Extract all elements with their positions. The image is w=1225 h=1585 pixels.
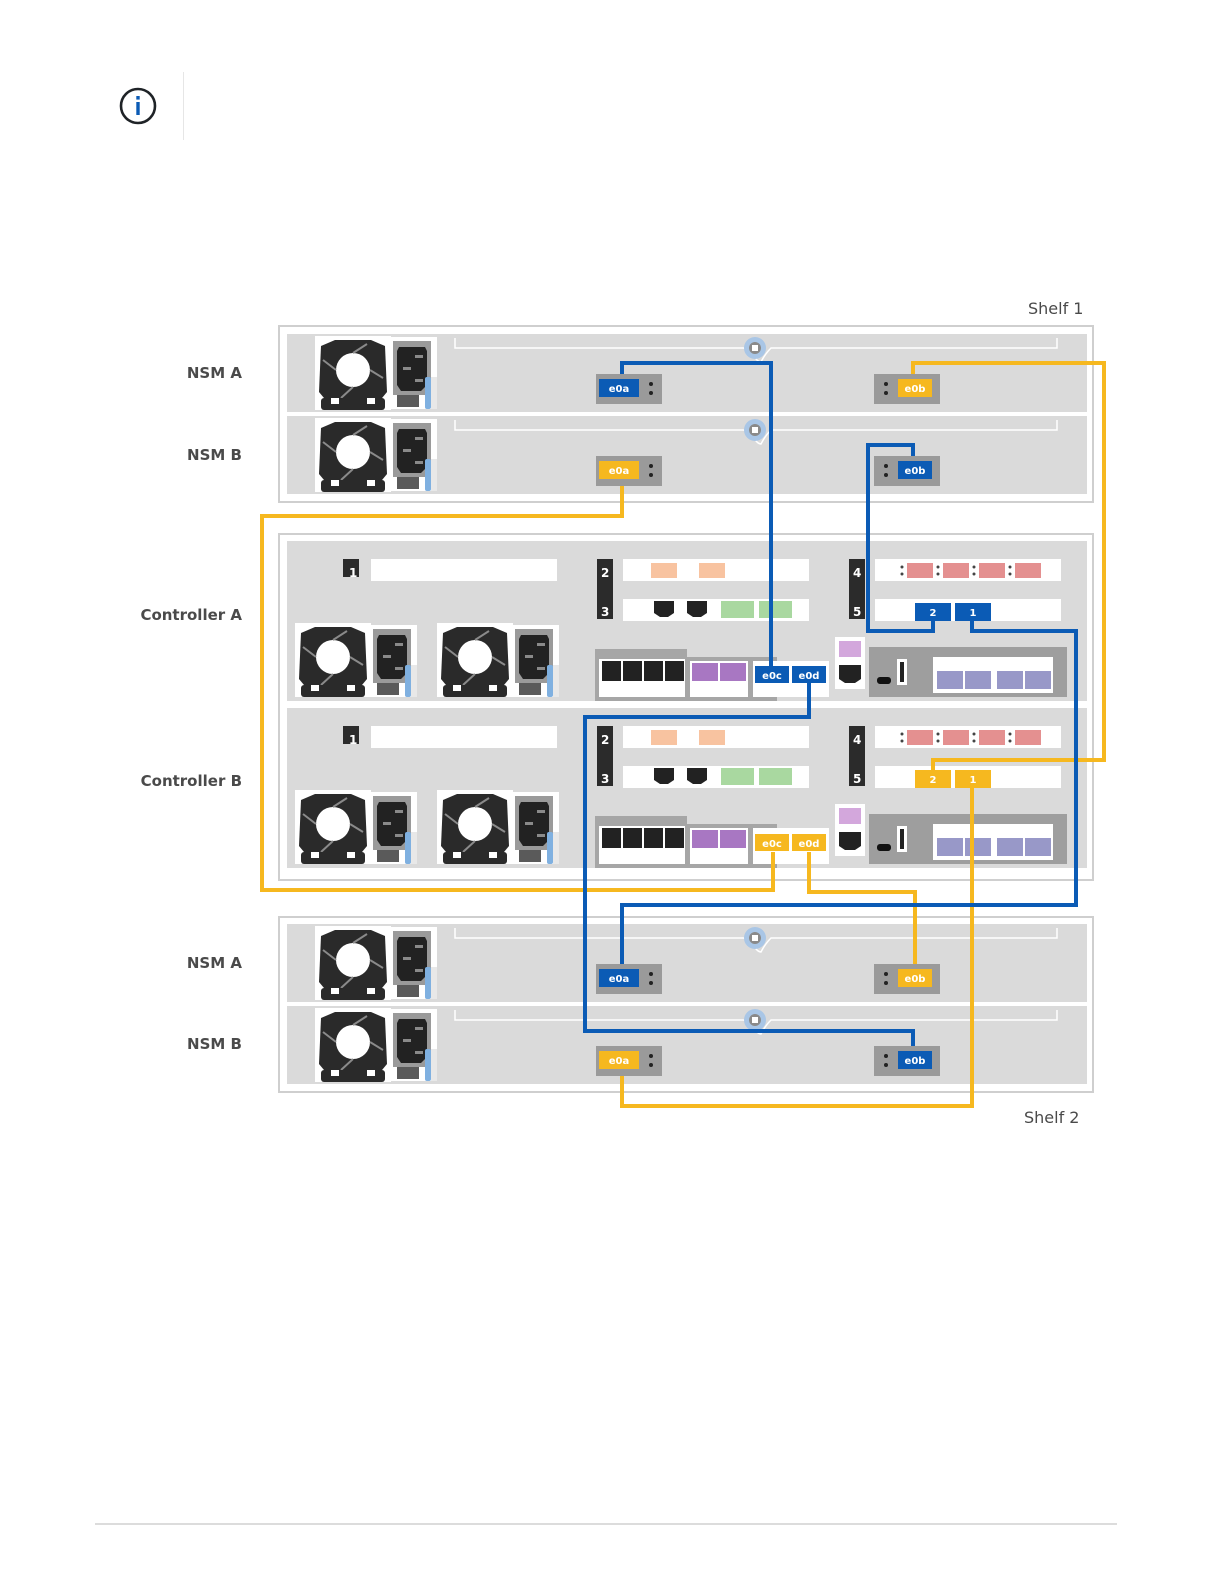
power-inlet-icon bbox=[513, 625, 559, 697]
ctrl-b-e0c-label: e0c bbox=[762, 839, 782, 850]
ctrl-a-e0c-label: e0c bbox=[762, 671, 782, 682]
s1-nsma-e0b-label: e0b bbox=[905, 384, 926, 395]
ctrl-a-slot-4: 4 bbox=[853, 566, 861, 580]
power-inlet-icon bbox=[371, 792, 417, 864]
ctrl-b-slot-5: 5 bbox=[853, 772, 861, 786]
ctrl-b-slot-3: 3 bbox=[601, 772, 609, 786]
shelf-2-nsm-a bbox=[287, 924, 1087, 1002]
power-inlet-icon bbox=[391, 419, 437, 491]
ctrl-b-slot5-port2-label: 2 bbox=[930, 775, 937, 786]
s2-nsmb-e0a-label: e0a bbox=[609, 1056, 630, 1067]
power-inlet-icon bbox=[391, 1009, 437, 1081]
fan-icon bbox=[315, 926, 391, 1000]
ctrl-a-slot-2: 2 bbox=[601, 566, 609, 580]
fan-icon bbox=[315, 336, 391, 410]
ctrl-b-slot-2: 2 bbox=[601, 733, 609, 747]
power-inlet-icon bbox=[391, 337, 437, 409]
footer-divider bbox=[95, 1523, 1117, 1525]
ctrl-a-slot5-port1-label: 1 bbox=[970, 608, 977, 619]
shelf-2-nsm-b bbox=[287, 1006, 1087, 1084]
ctrl-b-slot5-port1-label: 1 bbox=[970, 775, 977, 786]
s2-nsma-e0b-label: e0b bbox=[905, 974, 926, 985]
fan-icon bbox=[437, 790, 513, 864]
fan-icon bbox=[295, 623, 371, 697]
s1-nsmb-e0b-label: e0b bbox=[905, 466, 926, 477]
power-inlet-icon bbox=[391, 927, 437, 999]
shelf-1-nsm-a bbox=[287, 334, 1087, 412]
s1-nsmb-e0a-label: e0a bbox=[609, 466, 630, 477]
ctrl-b-e0d-label: e0d bbox=[799, 839, 820, 850]
shelf-1-nsm-b bbox=[287, 416, 1087, 494]
ctrl-a-slot-5: 5 bbox=[853, 605, 861, 619]
power-inlet-icon bbox=[513, 792, 559, 864]
ctrl-a-slot-1: 1 bbox=[349, 566, 357, 580]
fan-icon bbox=[315, 418, 391, 492]
power-inlet-icon bbox=[371, 625, 417, 697]
s2-nsmb-e0b-label: e0b bbox=[905, 1056, 926, 1067]
ctrl-a-slot-3: 3 bbox=[601, 605, 609, 619]
s2-nsma-e0a-label: e0a bbox=[609, 974, 630, 985]
ctrl-b-slot-1: 1 bbox=[349, 733, 357, 747]
s1-nsma-e0a-label: e0a bbox=[609, 384, 630, 395]
ctrl-a-slot5-port2-label: 2 bbox=[930, 608, 937, 619]
ctrl-a-e0d-label: e0d bbox=[799, 671, 820, 682]
shelf-1 bbox=[279, 326, 1093, 502]
fan-icon bbox=[437, 623, 513, 697]
ctrl-b-slot-4: 4 bbox=[853, 733, 861, 747]
fan-icon bbox=[315, 1008, 391, 1082]
fan-icon bbox=[295, 790, 371, 864]
